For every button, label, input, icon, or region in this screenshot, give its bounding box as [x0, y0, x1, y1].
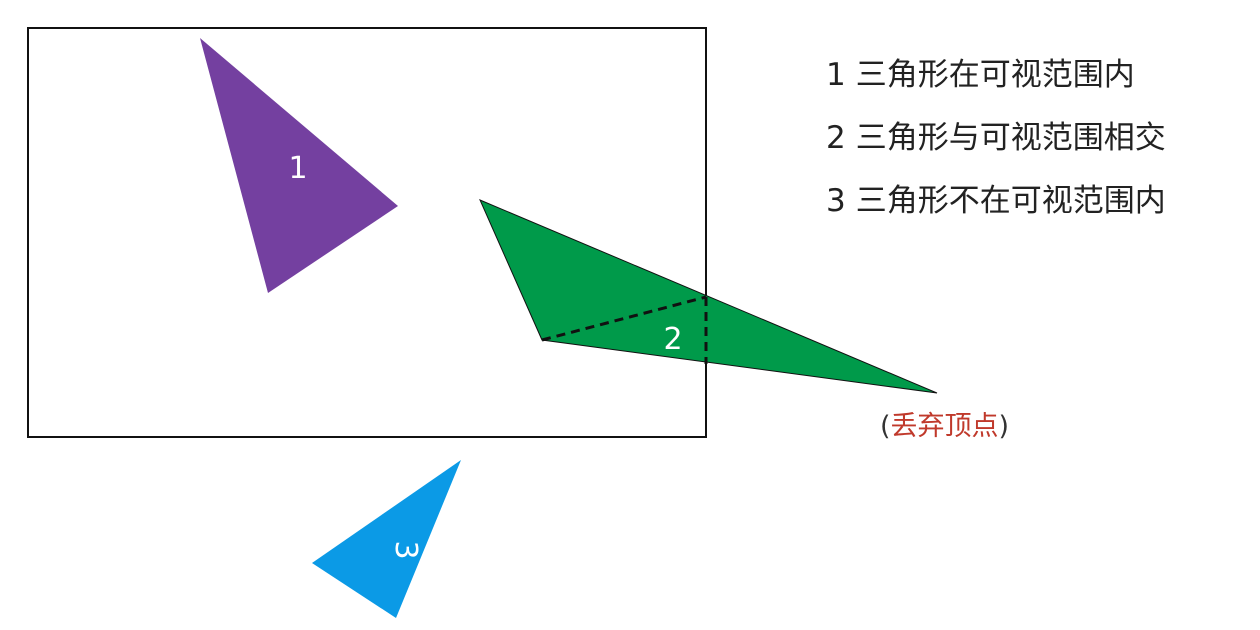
triangle-1 — [200, 38, 398, 293]
close-paren: ) — [998, 411, 1010, 442]
clip-line-diagonal — [541, 295, 707, 342]
triangle-3 — [312, 460, 461, 618]
triangle-2-label: 2 — [663, 322, 682, 357]
legend-text: 三角形在可视范围内 — [855, 57, 1135, 93]
triangle-1-label: 1 — [288, 151, 307, 186]
triangle-2 — [479, 199, 938, 394]
discard-vertex-text: 丢弃顶点 — [890, 411, 999, 442]
triangle-3-label: 3 — [388, 540, 423, 559]
open-paren: ( — [880, 411, 891, 442]
legend-number: 2 — [826, 120, 846, 156]
viewport-rect — [27, 27, 707, 438]
legend-text: 三角形不在可视范围内 — [855, 183, 1166, 219]
legend-number: 3 — [826, 183, 846, 219]
discard-vertex-note: (丢弃顶点) — [880, 404, 1009, 443]
legend-text: 三角形与可视范围相交 — [855, 120, 1166, 156]
legend-number: 1 — [826, 57, 846, 93]
